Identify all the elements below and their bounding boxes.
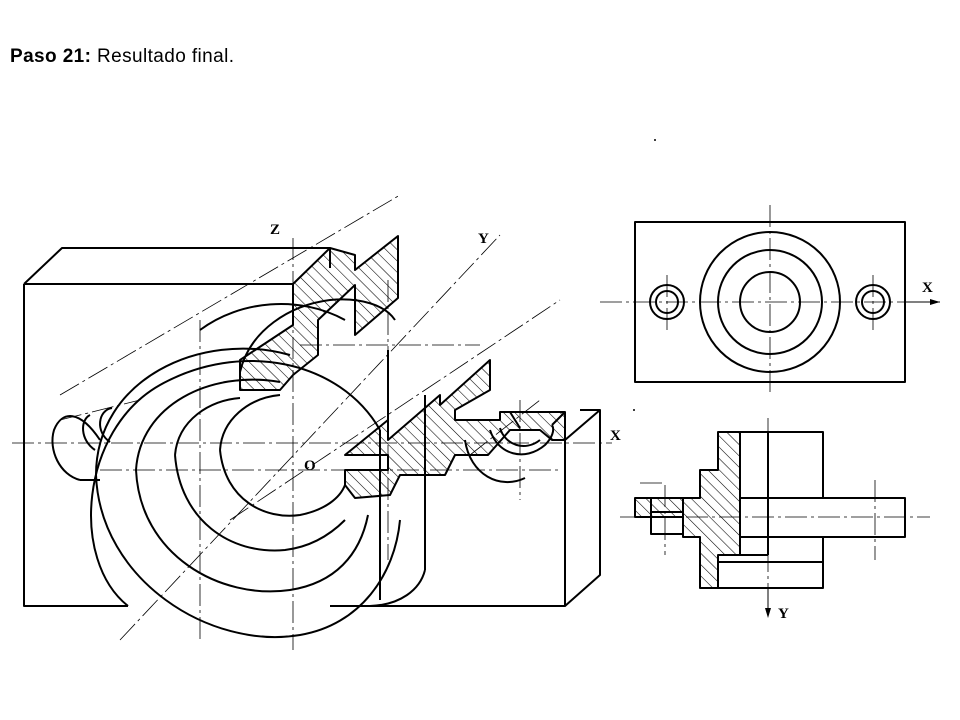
iso-left-hole bbox=[51, 407, 113, 481]
iso-y-label: Y bbox=[478, 231, 489, 247]
step-description: Resultado final. bbox=[97, 46, 235, 67]
iso-section-cuts bbox=[239, 235, 566, 499]
iso-block bbox=[23, 247, 601, 607]
iso-x-label: X bbox=[610, 428, 621, 444]
plan-view: X bbox=[600, 205, 940, 395]
isometric-view: Z Y X O bbox=[12, 194, 621, 650]
step-label: Paso 21: bbox=[10, 46, 92, 67]
iso-right-hole bbox=[464, 411, 566, 484]
iso-cylindrical-boss bbox=[90, 298, 426, 638]
iso-z-label: Z bbox=[270, 222, 280, 238]
page-title: Paso 21: Resultado final. bbox=[10, 46, 234, 68]
section-view: Y bbox=[620, 418, 930, 622]
section-y-label: Y bbox=[778, 606, 789, 622]
plan-x-label: X bbox=[922, 280, 933, 296]
iso-origin-label: O bbox=[304, 458, 316, 474]
